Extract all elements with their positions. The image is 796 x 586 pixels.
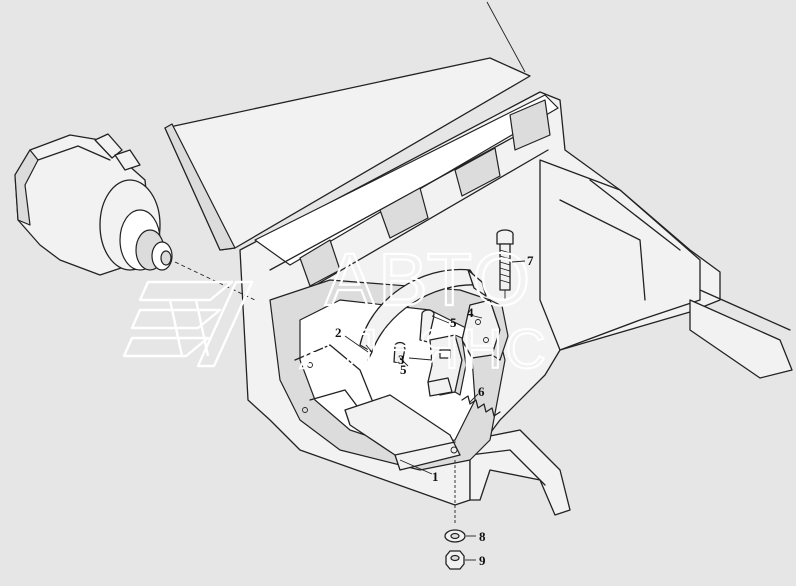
bracket-plate	[344, 394, 461, 471]
callout-2: 2	[335, 325, 342, 340]
nut	[445, 550, 465, 570]
callout-5a: 5	[450, 315, 457, 330]
callout-7: 7	[527, 253, 534, 268]
callout-leaders	[344, 260, 526, 561]
callout-8: 8	[479, 529, 486, 544]
clamp-body	[427, 334, 467, 397]
blower-motor	[14, 133, 173, 276]
callout-labels: 1 2 3 4 5 5 6 7 8 9	[335, 253, 534, 568]
inner-recess	[269, 279, 506, 471]
long-bolt	[496, 229, 514, 300]
callout-3: 3	[398, 352, 405, 367]
clamp-bracket	[461, 299, 509, 361]
callout-4: 4	[467, 305, 474, 320]
watermark: АВТО АЛЬЯНС	[122, 237, 549, 381]
washer	[444, 529, 466, 543]
hoop-strap	[359, 268, 487, 361]
watermark-line1: АВТО	[325, 238, 534, 321]
pin	[393, 341, 406, 365]
callout-5b: 5	[400, 362, 407, 377]
callout-6: 6	[478, 384, 485, 399]
pin	[419, 309, 435, 343]
callout-1: 1	[432, 469, 439, 484]
watermark-line2: АЛЬЯНС	[300, 317, 549, 380]
spring	[461, 395, 501, 417]
callout-9: 9	[479, 553, 486, 568]
air-duct-cover	[164, 57, 531, 251]
guide-line-top	[486, 1, 526, 73]
watermark-logo-icon	[122, 280, 254, 368]
